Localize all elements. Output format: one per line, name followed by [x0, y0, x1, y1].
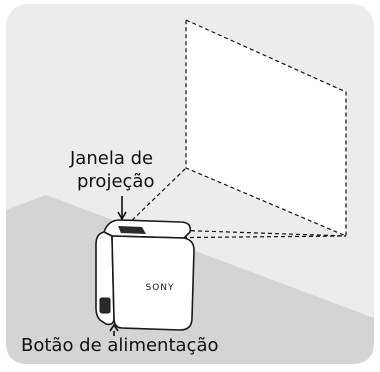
callout-arrows [109, 196, 127, 336]
projector-device: SONY [95, 219, 195, 331]
projected-screen [185, 19, 347, 237]
projection-window-arrow-head [117, 211, 127, 221]
device-top [103, 219, 192, 239]
power-button [99, 297, 111, 314]
projection-window [118, 226, 146, 234]
power-button-arrow-head [109, 323, 119, 332]
projection-window-label-line1: Janela de [70, 148, 154, 169]
beam-line-bottom-right [169, 229, 347, 237]
brand-logo: SONY [145, 283, 174, 293]
projection-window-label-line2: projeção [77, 171, 155, 192]
device-side [111, 235, 195, 331]
power-button-label: Botão de alimentação [21, 335, 219, 356]
